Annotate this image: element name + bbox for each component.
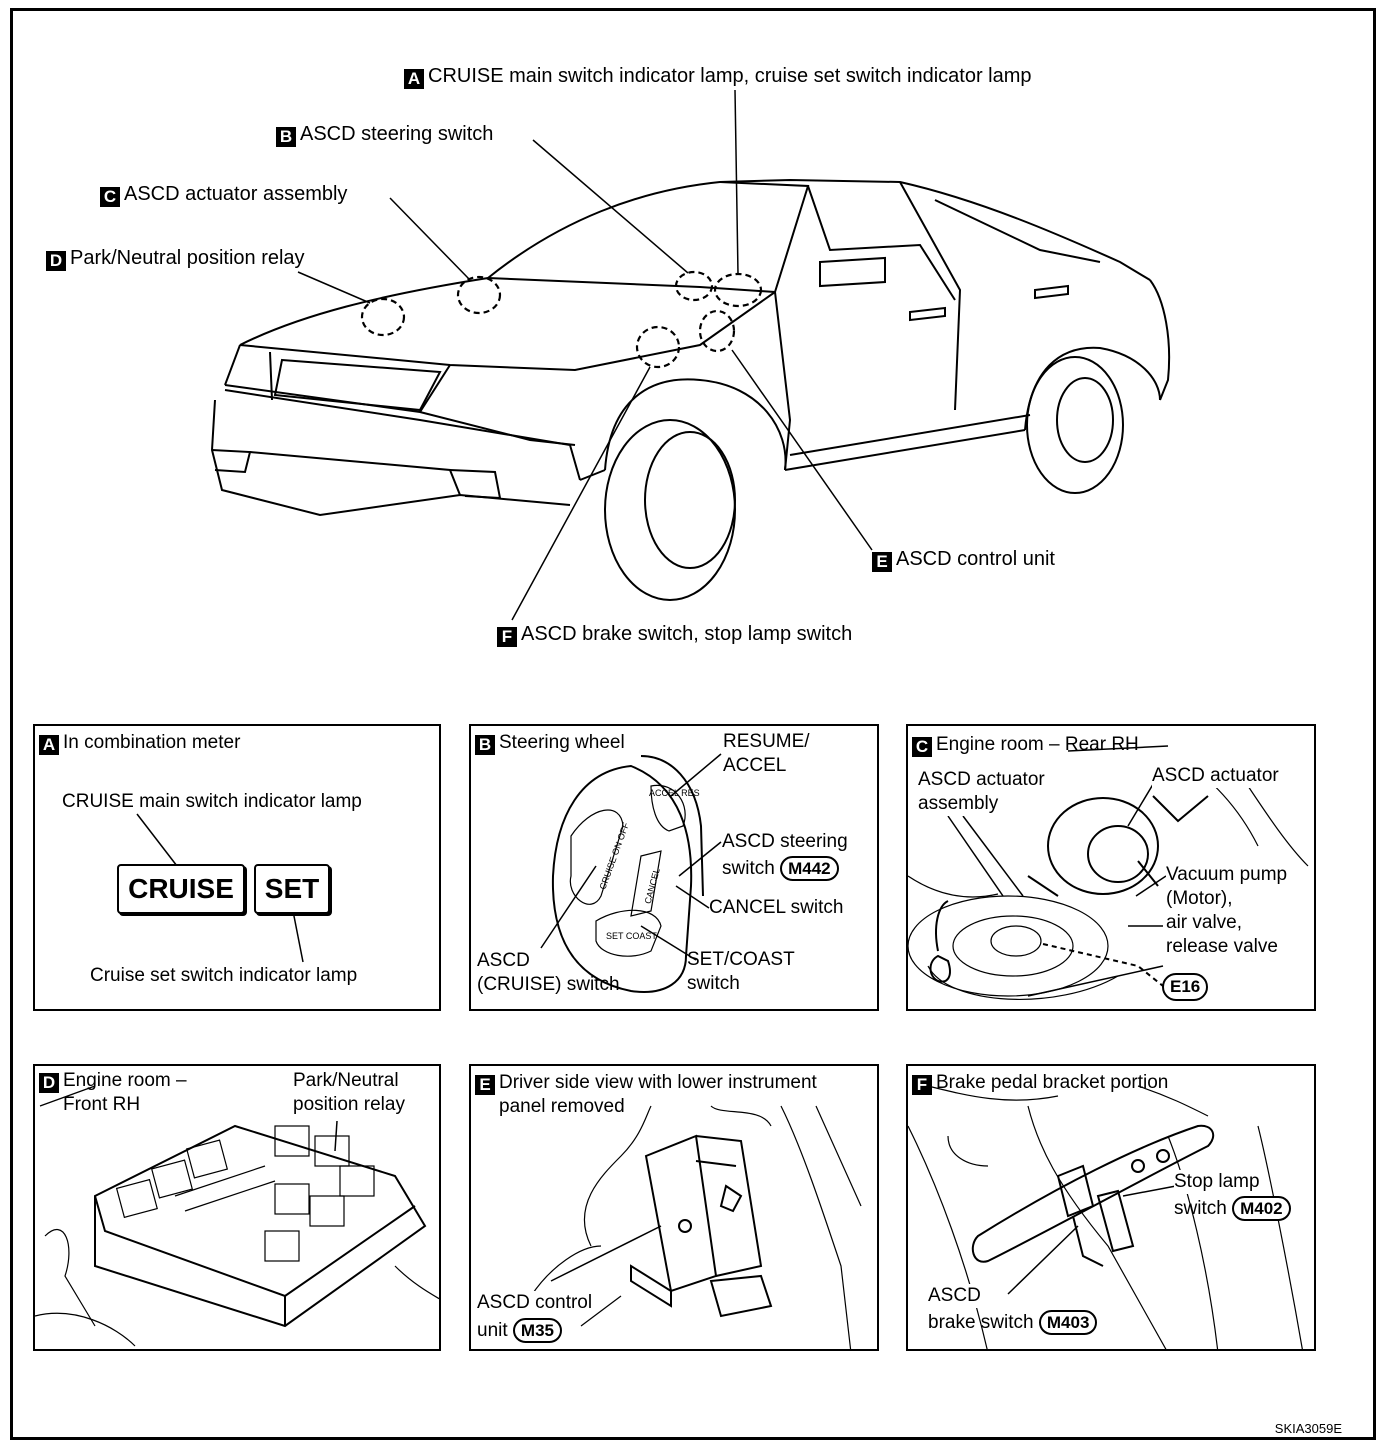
relay-box-drawing (35, 1085, 439, 1347)
panel-a-title: In combination meter (63, 732, 241, 753)
callout-c-tag: C (100, 187, 120, 207)
set-coast-button: SET COAST (606, 931, 657, 941)
callout-b-tag: B (276, 127, 296, 147)
panel-d-tag: D (39, 1073, 59, 1093)
callout-d-tag: D (46, 251, 66, 271)
unit-word: unit (477, 1320, 508, 1341)
figure-frame (10, 8, 1376, 1440)
connector-m402: M402 (1232, 1196, 1291, 1221)
accel-res-button: ACCEL RES (649, 788, 700, 798)
panel-e-tag: E (475, 1075, 495, 1095)
connector-e16: E16 (1162, 973, 1209, 1001)
stop-lamp-switch-line: switch M402 (1174, 1196, 1291, 1221)
callout-b-text: ASCD steering switch (300, 123, 494, 145)
brake-bracket-drawing (908, 1085, 1303, 1349)
control-unit-label: ASCD control (477, 1291, 593, 1315)
actuator-label: ASCD actuator (1152, 764, 1279, 788)
actuator-assembly-label: ASCD actuator assembly (918, 768, 1045, 816)
connector-m442: M442 (780, 856, 839, 881)
park-neutral-relay-label: Park/Neutral position relay (293, 1069, 405, 1117)
panel-f-tag: F (912, 1075, 932, 1095)
callout-a-tag: A (404, 69, 424, 89)
panel-f-title: Brake pedal bracket portion (936, 1072, 1169, 1093)
callout-f-tag: F (497, 627, 517, 647)
panel-a-tag: A (39, 735, 59, 755)
panel-e-title: Driver side view with lower instrument p… (499, 1072, 817, 1117)
steering-switch-word: switch (722, 858, 775, 879)
callout-d-text: Park/Neutral position relay (70, 247, 305, 269)
callout-a-text: CRUISE main switch indicator lamp, cruis… (428, 65, 1032, 87)
callout-e-tag: E (872, 552, 892, 572)
figure-code: SKIA3059E (1274, 1421, 1342, 1436)
car-illustration (210, 89, 1171, 621)
brake-switch-word: brake switch (928, 1312, 1034, 1333)
stop-lamp-label: Stop lamp (1174, 1170, 1260, 1194)
set-indicator-lamp: SET (254, 864, 330, 914)
resume-accel-label: RESUME/ ACCEL (723, 731, 810, 776)
cancel-switch-label: CANCEL switch (709, 897, 844, 918)
steering-switch-drawing (540, 753, 722, 993)
panel-b-title: Steering wheel (499, 732, 625, 753)
callout-f-text: ASCD brake switch, stop lamp switch (521, 623, 853, 645)
set-coast-switch-label: SET/COAST switch (687, 949, 795, 994)
ascd-steering-label: ASCD steering (722, 831, 848, 852)
panel-c-tag: C (912, 737, 932, 757)
vacuum-pump-label: Vacuum pump (Motor), air valve, release … (1166, 863, 1288, 959)
ascd-brake-label: ASCD (928, 1284, 981, 1308)
panel-a-leaders (136, 813, 304, 963)
panel-c-title: Engine room – Rear RH (936, 734, 1139, 755)
ascd-steering-switch-line: switch M442 (722, 856, 839, 881)
brake-switch-line: brake switch M403 (928, 1310, 1098, 1335)
stop-switch-word: switch (1174, 1198, 1227, 1219)
ascd-cruise-switch-label: ASCD (CRUISE) switch (477, 950, 620, 995)
connector-m403: M403 (1038, 1310, 1098, 1335)
cruise-indicator-lamp: CRUISE (117, 864, 245, 914)
control-unit-drawing (530, 1105, 862, 1349)
actuator-drawing (908, 745, 1309, 1000)
panel-b-tag: B (475, 735, 495, 755)
panel-d-title: Engine room – Front RH (63, 1070, 187, 1115)
cruise-main-lamp-label: CRUISE main switch indicator lamp (62, 791, 362, 812)
connector-m35: M35 (512, 1318, 562, 1343)
callout-c-text: ASCD actuator assembly (124, 183, 348, 205)
control-unit-line: unit M35 (477, 1318, 562, 1343)
callout-e-text: ASCD control unit (896, 548, 1055, 570)
cruise-set-lamp-label: Cruise set switch indicator lamp (90, 965, 358, 986)
